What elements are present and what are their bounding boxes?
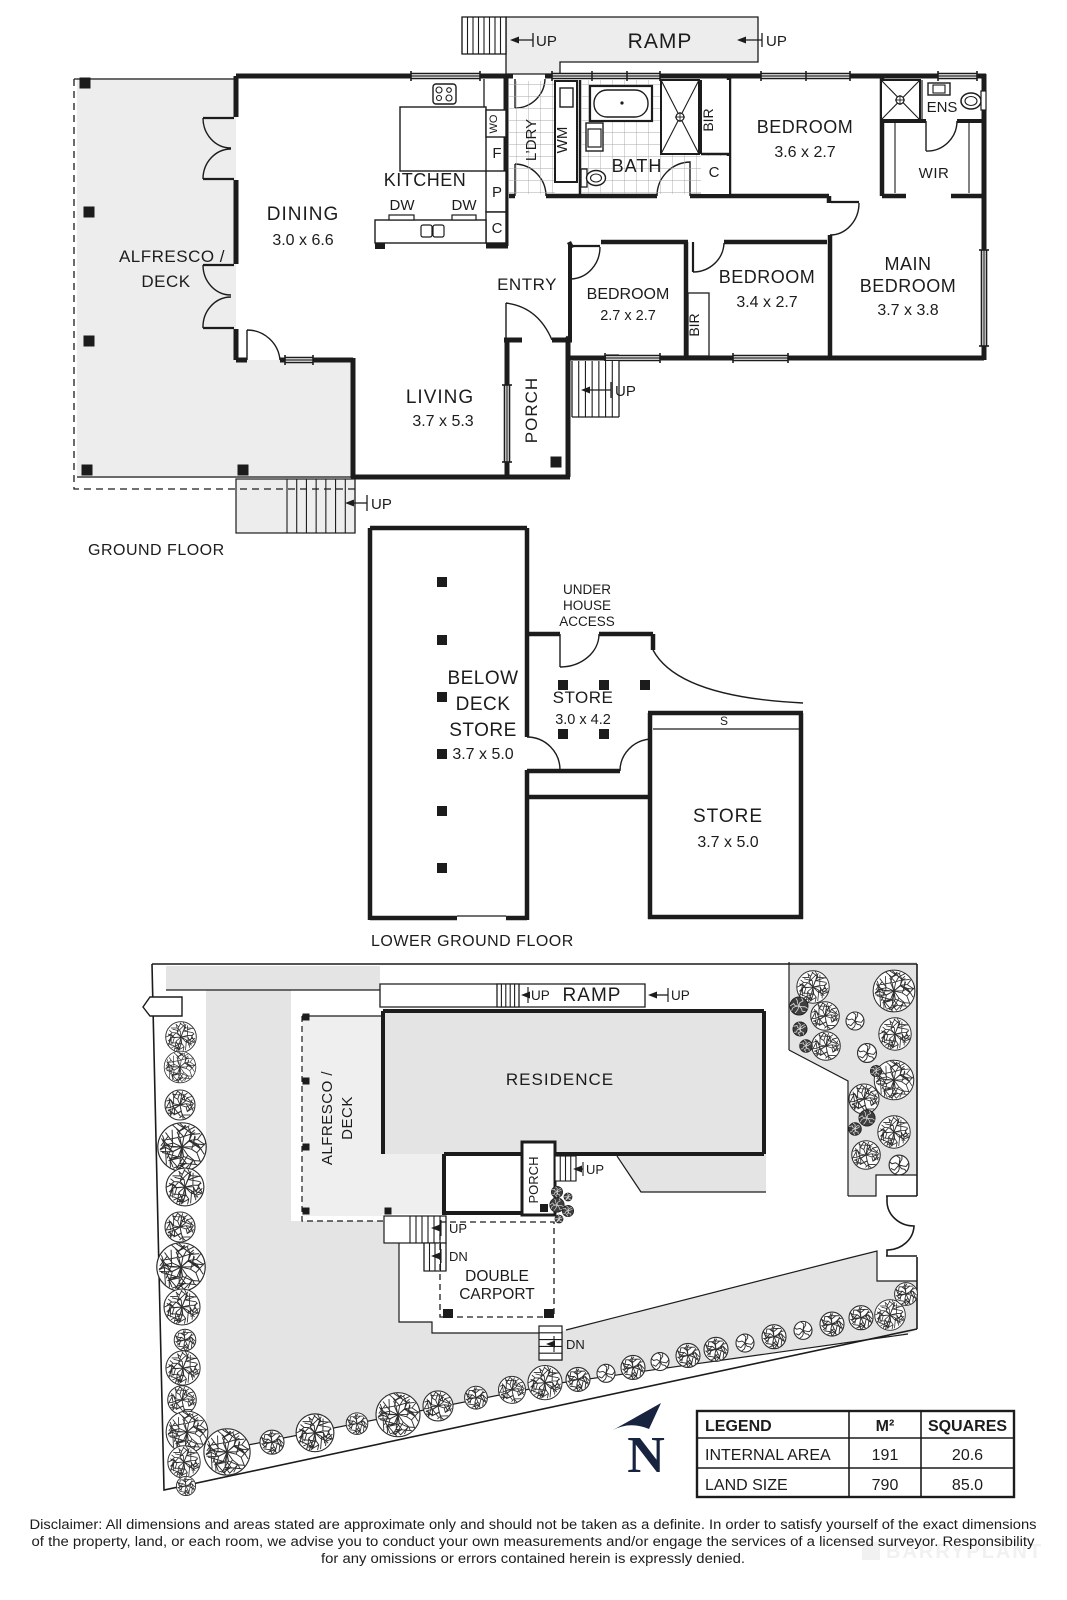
svg-text:UNDER: UNDER bbox=[563, 582, 611, 597]
svg-text:DINING: DINING bbox=[267, 204, 340, 225]
svg-text:PORCH: PORCH bbox=[522, 377, 541, 443]
svg-text:STORE: STORE bbox=[693, 806, 763, 827]
svg-text:UP: UP bbox=[615, 383, 636, 400]
svg-text:BARRYPLANT: BARRYPLANT bbox=[886, 1541, 1043, 1563]
svg-text:GROUND FLOOR: GROUND FLOOR bbox=[88, 542, 225, 559]
svg-text:MAIN: MAIN bbox=[885, 254, 932, 274]
svg-text:UP: UP bbox=[766, 33, 787, 50]
svg-text:C: C bbox=[709, 164, 720, 181]
svg-text:RESIDENCE: RESIDENCE bbox=[506, 1070, 614, 1089]
svg-text:ENTRY: ENTRY bbox=[497, 275, 557, 294]
svg-text:BELOW: BELOW bbox=[447, 668, 518, 689]
svg-text:C: C bbox=[492, 220, 503, 237]
svg-text:3.0 x 4.2: 3.0 x 4.2 bbox=[555, 712, 611, 728]
svg-text:CARPORT: CARPORT bbox=[459, 1286, 535, 1303]
svg-text:790: 790 bbox=[872, 1477, 899, 1494]
svg-text:DOUBLE: DOUBLE bbox=[465, 1268, 529, 1285]
svg-text:LOWER GROUND FLOOR: LOWER GROUND FLOOR bbox=[371, 933, 574, 950]
svg-text:RAMP: RAMP bbox=[563, 985, 622, 1006]
svg-text:UP: UP bbox=[671, 988, 690, 1003]
svg-text:UP: UP bbox=[531, 988, 550, 1003]
svg-text:3.7 x 3.8: 3.7 x 3.8 bbox=[877, 302, 938, 319]
svg-text:P: P bbox=[492, 184, 502, 201]
svg-text:BIR: BIR bbox=[686, 313, 702, 336]
svg-text:S: S bbox=[720, 714, 728, 728]
svg-text:BIR: BIR bbox=[700, 108, 716, 131]
svg-text:191: 191 bbox=[872, 1447, 899, 1464]
svg-text:20.6: 20.6 bbox=[952, 1447, 983, 1464]
svg-text:2.7 x 2.7: 2.7 x 2.7 bbox=[600, 308, 656, 324]
svg-text:HOUSE: HOUSE bbox=[563, 598, 611, 613]
svg-text:ACCESS: ACCESS bbox=[559, 614, 615, 629]
svg-text:for any omissions or errors co: for any omissions or errors contained he… bbox=[321, 1551, 745, 1566]
svg-text:LEGEND: LEGEND bbox=[705, 1418, 772, 1435]
svg-text:BEDROOM: BEDROOM bbox=[719, 267, 816, 287]
svg-text:WIR: WIR bbox=[919, 165, 950, 182]
svg-text:UP: UP bbox=[536, 33, 557, 50]
svg-text:DN: DN bbox=[566, 1337, 585, 1352]
svg-text:STORE: STORE bbox=[553, 688, 614, 707]
svg-text:KITCHEN: KITCHEN bbox=[384, 170, 467, 190]
svg-text:Disclaimer: All dimensions and: Disclaimer: All dimensions and areas sta… bbox=[30, 1517, 1037, 1532]
svg-text:N: N bbox=[627, 1427, 665, 1484]
svg-text:3.7 x 5.0: 3.7 x 5.0 bbox=[452, 746, 513, 763]
svg-text:3.6 x 2.7: 3.6 x 2.7 bbox=[774, 144, 835, 161]
svg-text:ENS: ENS bbox=[927, 99, 958, 116]
svg-text:DECK: DECK bbox=[456, 694, 511, 715]
svg-text:LAND SIZE: LAND SIZE bbox=[705, 1477, 788, 1494]
svg-text:DECK: DECK bbox=[141, 272, 190, 291]
svg-text:DW: DW bbox=[390, 197, 416, 214]
svg-text:3.7 x 5.0: 3.7 x 5.0 bbox=[697, 834, 758, 851]
svg-text:3.7 x 5.3: 3.7 x 5.3 bbox=[412, 413, 473, 430]
svg-text:STORE: STORE bbox=[449, 720, 517, 741]
svg-text:BEDROOM: BEDROOM bbox=[757, 117, 854, 137]
svg-text:INTERNAL AREA: INTERNAL AREA bbox=[705, 1447, 831, 1464]
svg-text:L’DRY: L’DRY bbox=[523, 119, 540, 161]
svg-text:LIVING: LIVING bbox=[406, 387, 474, 408]
svg-text:UP: UP bbox=[586, 1162, 604, 1177]
svg-text:F: F bbox=[492, 145, 501, 162]
svg-text:M²: M² bbox=[876, 1418, 895, 1435]
svg-text:RAMP: RAMP bbox=[628, 30, 693, 53]
svg-text:ALFRESCO /: ALFRESCO / bbox=[119, 247, 225, 266]
svg-text:PORCH: PORCH bbox=[526, 1157, 541, 1204]
svg-text:3.0 x 6.6: 3.0 x 6.6 bbox=[272, 232, 333, 249]
svg-text:UP: UP bbox=[449, 1221, 467, 1236]
svg-text:BEDROOM: BEDROOM bbox=[587, 286, 670, 303]
svg-text:DN: DN bbox=[449, 1249, 468, 1264]
svg-text:85.0: 85.0 bbox=[952, 1477, 983, 1494]
svg-text:ALFRESCO /: ALFRESCO / bbox=[319, 1071, 336, 1166]
svg-text:SQUARES: SQUARES bbox=[928, 1418, 1007, 1435]
svg-text:BATH: BATH bbox=[612, 156, 663, 176]
svg-text:of the property, land, or each: of the property, land, or each room, we … bbox=[32, 1534, 1035, 1549]
svg-text:DECK: DECK bbox=[339, 1096, 356, 1140]
svg-text:UP: UP bbox=[371, 496, 392, 513]
svg-text:BEDROOM: BEDROOM bbox=[860, 276, 957, 296]
svg-text:WO: WO bbox=[488, 114, 500, 133]
svg-text:3.4 x 2.7: 3.4 x 2.7 bbox=[736, 294, 797, 311]
svg-text:WM: WM bbox=[554, 127, 571, 154]
svg-text:DW: DW bbox=[452, 197, 478, 214]
